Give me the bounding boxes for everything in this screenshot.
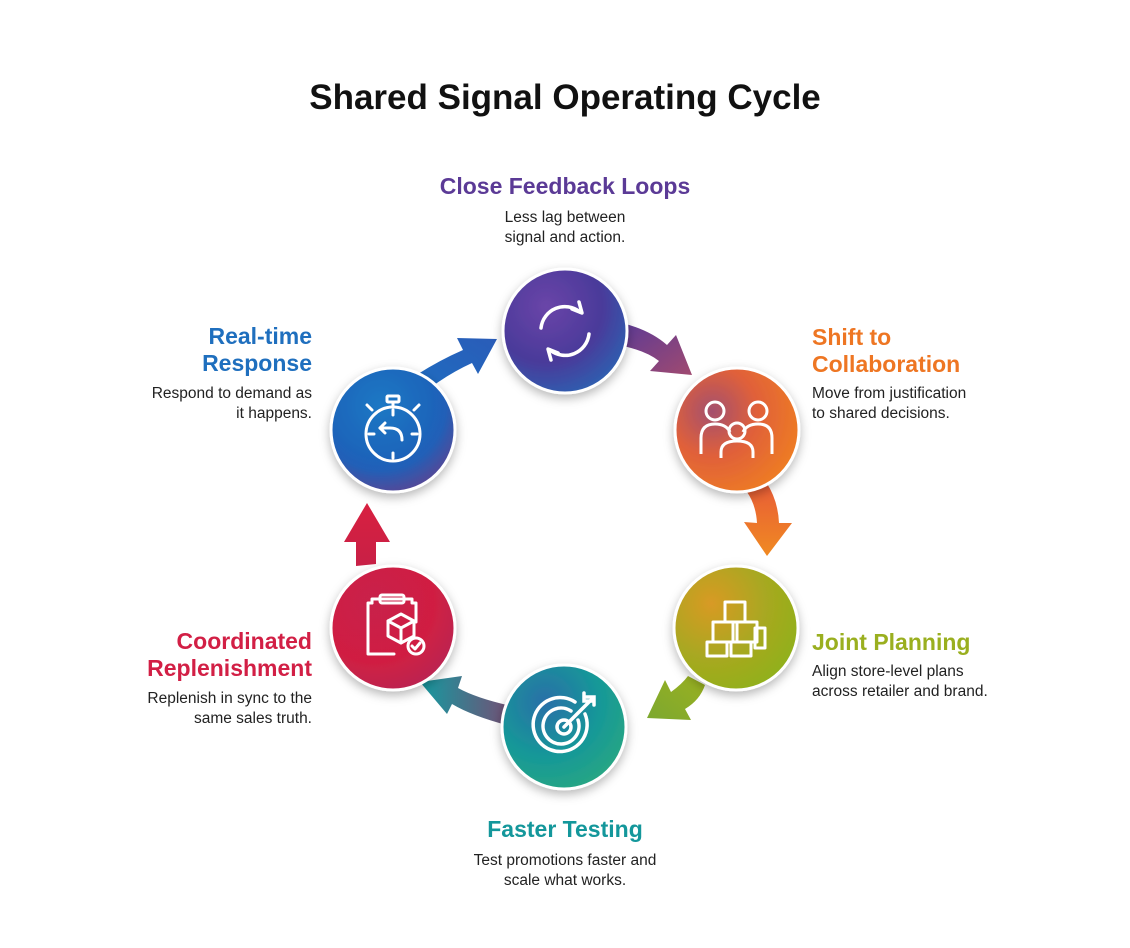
- step-title-line: Replenishment: [147, 655, 312, 681]
- step-shift-to-collaboration: Shift to Collaboration Move from justifi…: [812, 324, 1112, 424]
- target-icon: [531, 691, 596, 754]
- arrow-feedback-to-collaboration: [618, 323, 692, 375]
- arrow-replenishment-to-response: [344, 503, 390, 566]
- step-circle-collaboration: [673, 366, 801, 494]
- step-description-line: Align store-level plans: [812, 663, 964, 680]
- step-description-line: to shared decisions.: [812, 405, 950, 422]
- clipboard-box-icon: [366, 593, 426, 656]
- step-title: Close Feedback Loops: [365, 173, 765, 200]
- refresh-icon: [539, 300, 591, 362]
- step-description-line: Test promotions faster and: [473, 852, 657, 869]
- step-description: Move from justification to shared decisi…: [812, 384, 1112, 424]
- step-description-line: Respond to demand as: [151, 385, 312, 402]
- step-description-line: same sales truth.: [193, 710, 312, 727]
- page-title: Shared Signal Operating Cycle: [309, 78, 821, 117]
- step-title: Shift to Collaboration: [812, 324, 1112, 378]
- step-description: Respond to demand as it happens.: [40, 384, 312, 424]
- step-circle-response: [329, 366, 457, 494]
- step-title: Faster Testing: [365, 816, 765, 843]
- step-title-line: Close Feedback Loops: [439, 173, 691, 199]
- step-description-line: signal and action.: [504, 229, 626, 246]
- people-icon: [699, 400, 774, 458]
- step-circle-replenishment: [329, 564, 457, 692]
- step-description: Replenish in sync to the same sales trut…: [40, 689, 312, 729]
- step-faster-testing: Faster Testing Test promotions faster an…: [365, 816, 765, 891]
- step-title-line: Faster Testing: [487, 816, 643, 842]
- step-title-line: Joint Planning: [812, 629, 971, 655]
- step-title-line: Collaboration: [812, 351, 961, 377]
- step-title: Coordinated Replenishment: [40, 628, 312, 682]
- step-description: Test promotions faster and scale what wo…: [365, 851, 765, 891]
- step-description-line: scale what works.: [503, 872, 627, 889]
- step-title: Real-time Response: [40, 323, 312, 377]
- arrow-planning-to-testing: [647, 676, 705, 720]
- step-title-line: Response: [202, 350, 312, 376]
- step-description-line: across retailer and brand.: [812, 683, 988, 700]
- step-real-time-response: Real-time Response Respond to demand as …: [40, 323, 312, 424]
- step-title-line: Shift to: [812, 324, 892, 350]
- step-title-line: Real-time: [208, 323, 312, 349]
- step-description-line: it happens.: [236, 405, 312, 422]
- step-title: Joint Planning: [812, 629, 1112, 656]
- arrow-collaboration-to-planning: [744, 482, 792, 556]
- step-description: Align store-level plans across retailer …: [812, 662, 1112, 702]
- step-description: Less lag between signal and action.: [365, 208, 765, 248]
- arrow-testing-to-replenishment: [420, 676, 516, 726]
- cycle-arrows: [344, 323, 792, 726]
- step-description-line: Less lag between: [504, 209, 626, 226]
- arrow-response-to-feedback: [418, 338, 497, 388]
- step-description-line: Replenish in sync to the: [147, 690, 312, 707]
- step-description-line: Move from justification: [812, 385, 967, 402]
- step-close-feedback-loops: Close Feedback Loops Less lag between si…: [365, 173, 765, 248]
- step-circle-feedback: [501, 267, 629, 395]
- step-coordinated-replenishment: Coordinated Replenishment Replenish in s…: [40, 628, 312, 729]
- step-title-line: Coordinated: [176, 628, 312, 654]
- step-joint-planning: Joint Planning Align store-level plans a…: [812, 629, 1112, 702]
- cubes-icon: [705, 600, 767, 658]
- stopwatch-icon: [364, 394, 422, 463]
